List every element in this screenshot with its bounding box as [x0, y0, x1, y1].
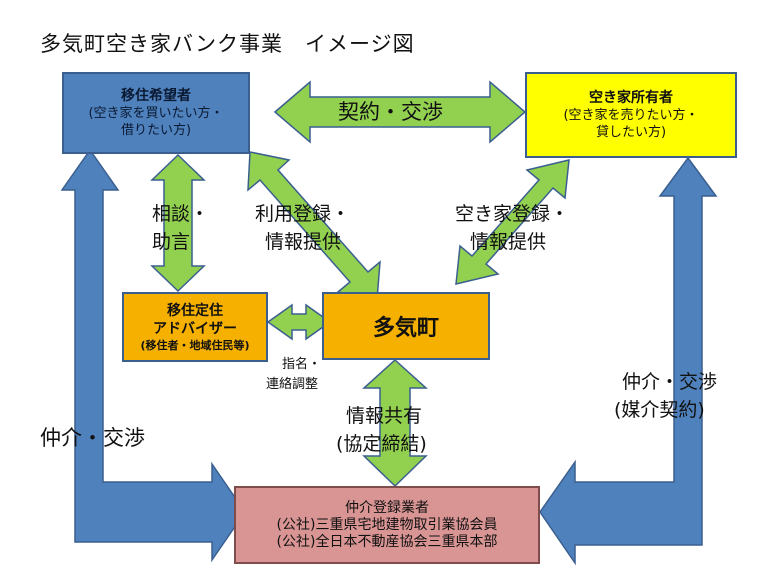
seeker-sub-1: (空き家を買いたい方・ [88, 106, 224, 121]
label-use-registration-1: 利用登録・ [255, 203, 351, 225]
label-designate-1: 指名・ [282, 357, 322, 372]
advisor-title-2: アドバイザー [153, 320, 237, 337]
advisor-title-1: 移住定住 [167, 302, 223, 319]
advisor-sub: (移住者・地域住民等) [140, 338, 250, 352]
seeker-sub-2: 借りたい方) [120, 123, 192, 138]
label-use-registration-2: 情報提供 [265, 231, 342, 253]
label-consult-1: 相談・ [152, 203, 210, 225]
broker-sub-1: (公社)三重県宅地建物取引業協会員 [276, 517, 498, 533]
label-vacant-registration-2: 情報提供 [470, 231, 547, 253]
advisor-box: 移住定住 アドバイザー (移住者・地域住民等) [122, 292, 268, 362]
town-title: 多気町 [372, 316, 439, 341]
seeker-title: 移住希望者 [121, 88, 191, 104]
label-contract: 契約・交渉 [338, 100, 443, 124]
owner-sub-1: (空き家を売りたい方・ [563, 108, 699, 123]
label-mediate-right-2: (媒介契約) [614, 399, 705, 421]
broker-title: 仲介登録業者 [345, 500, 429, 516]
broker-box: 仲介登録業者 (公社)三重県宅地建物取引業協会員 (公社)全日本不動産協会三重県… [234, 486, 540, 564]
owner-box: 空き家所有者 (空き家を売りたい方・ 貸したい方) [525, 72, 737, 158]
owner-sub-2: 貸したい方) [595, 125, 667, 140]
green-arrow-designate [266, 303, 332, 341]
label-info-share-2: (協定締結) [336, 433, 427, 455]
label-mediate-right-1: 仲介・交渉 [622, 371, 718, 393]
label-mediate-left: 仲介・交渉 [40, 426, 145, 450]
green-arrow-vacant-registration [455, 159, 570, 285]
page-title: 多気町空き家バンク事業 イメージ図 [40, 32, 415, 56]
label-consult-2: 助言 [152, 231, 191, 253]
owner-title: 空き家所有者 [589, 90, 673, 106]
blue-arrow-right-mediation [539, 156, 718, 566]
label-info-share-1: 情報共有 [346, 405, 423, 427]
town-box: 多気町 [322, 292, 490, 360]
label-vacant-registration-1: 空き家登録・ [455, 203, 570, 225]
seeker-box: 移住希望者 (空き家を買いたい方・ 借りたい方) [62, 72, 250, 154]
green-arrow-consult [150, 153, 206, 293]
broker-sub-2: (公社)全日本不動産協会三重県本部 [276, 534, 498, 550]
label-designate-2: 連絡調整 [266, 377, 319, 392]
